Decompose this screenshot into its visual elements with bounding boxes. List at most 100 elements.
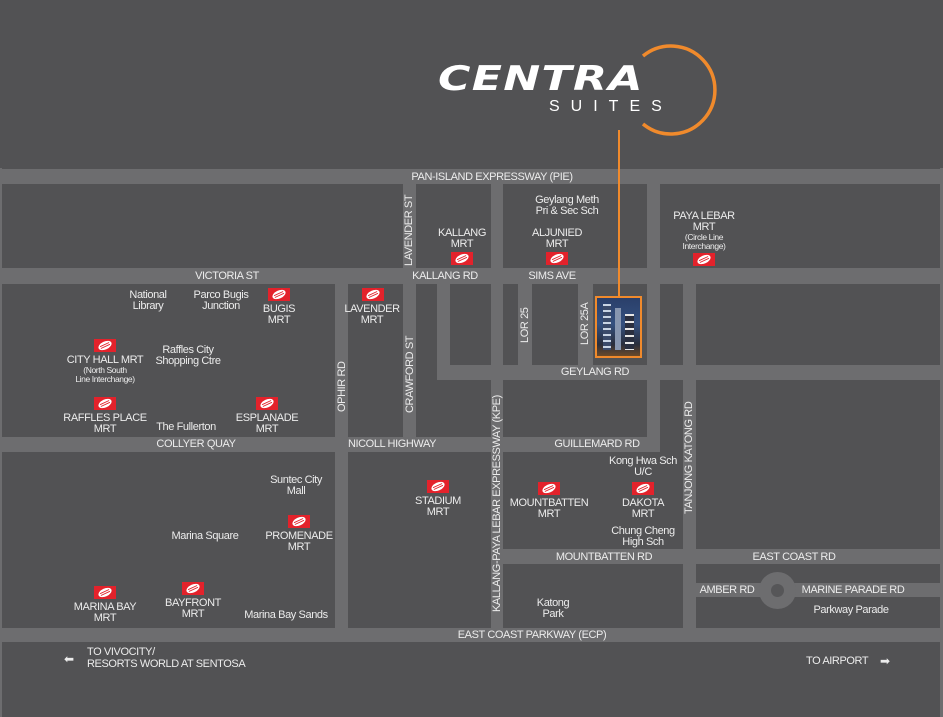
road-label-mountbatten: MOUNTBATTEN RD bbox=[555, 551, 653, 563]
road-kpe bbox=[491, 169, 503, 642]
road-pie bbox=[0, 169, 943, 184]
mrt-icon bbox=[268, 288, 290, 301]
station-name: DAKOTA bbox=[621, 497, 665, 509]
road-lavender-crawford bbox=[403, 169, 416, 452]
logo-arc bbox=[618, 44, 717, 297]
mrt-icon bbox=[427, 480, 449, 493]
road-label-geylang: GEYLANG RD bbox=[560, 366, 630, 378]
road-label-kpe: KALLANG-PAYA LEBAR EXPRESSWAY (KPE) bbox=[491, 395, 503, 612]
road-amber-marine-parade bbox=[683, 583, 943, 597]
station-suffix: MRT bbox=[450, 238, 474, 250]
station-suffix: MRT bbox=[537, 508, 561, 520]
station-name: LAVENDER bbox=[344, 303, 400, 315]
road-label-nicoll: NICOLL HIGHWAY bbox=[347, 438, 437, 450]
road-label-lor-25: LOR 25 bbox=[519, 307, 531, 343]
direction-airport: TO AIRPORT bbox=[806, 655, 869, 667]
station-name: PROMENADE bbox=[265, 530, 333, 542]
road-victoria-kallang-sims bbox=[0, 268, 943, 284]
station-suffix: MRT bbox=[181, 608, 205, 620]
station-name: PAYA LEBAR bbox=[673, 210, 735, 222]
direction-vivocity: TO VIVOCITY/RESORTS WORLD AT SENTOSA bbox=[87, 646, 246, 670]
road-paya-lebar bbox=[647, 169, 660, 452]
road-label-pie: PAN-ISLAND EXPRESSWAY (PIE) bbox=[411, 171, 573, 183]
road-tanjong-katong bbox=[683, 268, 696, 642]
centra-suites-building-image bbox=[595, 296, 642, 358]
road-label-east-coast: EAST COAST RD bbox=[752, 551, 836, 563]
road-label-lor-25a: LOR 25A bbox=[579, 302, 591, 345]
mrt-icon bbox=[94, 339, 116, 352]
road-label-victoria: VICTORIA ST bbox=[195, 270, 259, 282]
station-name: BUGIS bbox=[262, 303, 296, 315]
road-mountbatten-east-coast bbox=[491, 549, 943, 564]
place-marina-square: Marina Square bbox=[171, 530, 239, 542]
station-name: STADIUM bbox=[415, 495, 461, 507]
station-suffix: MRT bbox=[93, 612, 117, 624]
road-label-marine-parade: MARINE PARADE RD bbox=[801, 584, 905, 596]
arrow-right-icon: ➡ bbox=[880, 654, 891, 668]
station-name: ALJUNIED bbox=[532, 227, 582, 239]
road-label-tanjong-katong: TANJONG KATONG RD bbox=[683, 401, 695, 514]
road-label-lavender-st: LAVENDER ST bbox=[403, 194, 415, 266]
road-lor-25a bbox=[578, 268, 593, 380]
road-lor-25 bbox=[518, 268, 532, 380]
road-label-amber: AMBER RD bbox=[699, 584, 755, 596]
station-note: Line Interchange) bbox=[75, 374, 135, 384]
station-suffix: MRT bbox=[287, 541, 311, 553]
station-suffix: MRT bbox=[692, 221, 716, 233]
road-label-ecp: EAST COAST PARKWAY (ECP) bbox=[457, 629, 607, 641]
station-name: RAFFLES PLACE bbox=[63, 412, 147, 424]
logo-sub: SUITES bbox=[549, 98, 673, 115]
station-name: BAYFRONT bbox=[165, 597, 221, 609]
logo-brand: CENTRA bbox=[438, 59, 644, 99]
mrt-icon bbox=[546, 252, 568, 265]
station-suffix: MRT bbox=[267, 314, 291, 326]
road-side-kallang bbox=[437, 268, 450, 380]
place-fullerton: The Fullerton bbox=[156, 421, 216, 433]
station-note: Interchange) bbox=[682, 241, 726, 251]
road-label-collyer: COLLYER QUAY bbox=[156, 438, 236, 450]
station-name: MARINA BAY bbox=[73, 601, 137, 613]
station-name: ESPLANADE bbox=[235, 412, 299, 424]
mrt-icon bbox=[256, 397, 278, 410]
map-edge-right bbox=[940, 168, 943, 717]
mrt-icon bbox=[362, 288, 384, 301]
mrt-icon bbox=[451, 252, 473, 265]
road-label-sims: SIMS AVE bbox=[528, 270, 576, 282]
station-suffix: MRT bbox=[631, 508, 655, 520]
mrt-icon bbox=[538, 482, 560, 495]
station-suffix: MRT bbox=[360, 314, 384, 326]
roundabout-center bbox=[771, 584, 784, 597]
place-marina-bay-sands: Marina Bay Sands bbox=[244, 609, 328, 621]
station-suffix: MRT bbox=[255, 423, 279, 435]
mrt-icon bbox=[693, 253, 715, 266]
station-name: KALLANG bbox=[438, 227, 486, 239]
road-label-crawford: CRAWFORD ST bbox=[404, 335, 416, 413]
road-ecp bbox=[0, 628, 943, 642]
mrt-icon bbox=[288, 515, 310, 528]
station-name: MOUNTBATTEN bbox=[509, 497, 589, 509]
station-suffix: MRT bbox=[93, 423, 117, 435]
station-note: (Circle Line bbox=[684, 232, 724, 242]
arrow-left-icon: ⬅ bbox=[64, 652, 75, 666]
road-ophir bbox=[335, 268, 348, 642]
station-suffix: MRT bbox=[426, 506, 450, 518]
